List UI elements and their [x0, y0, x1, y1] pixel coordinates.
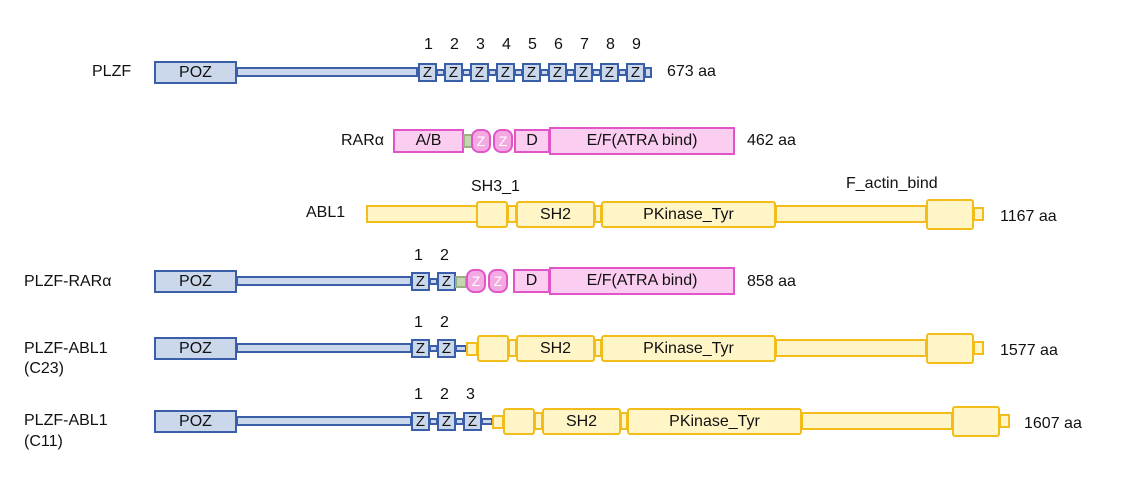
plzf-poz-domain: POZ: [154, 61, 237, 84]
plzf-abl1-c23-factin-domain: [926, 333, 974, 364]
plzf-zn-number-4: 4: [502, 36, 511, 53]
abl1-n-terminus: [366, 205, 478, 223]
plzf-zinc-finger-4: Z: [496, 63, 515, 82]
plzf-zn-number-9: 9: [632, 36, 641, 53]
plzf-rara-length: 858 aa: [747, 273, 796, 290]
abl1-sh3-label: SH3_1: [471, 178, 520, 195]
plzf-zinc-finger-2: Z: [444, 63, 463, 82]
rara-ab-domain: A/B: [393, 129, 464, 153]
abl1-sh3-domain: [476, 201, 508, 228]
plzf-abl1-c11-factin-domain: [952, 406, 1000, 437]
plzf-abl1-c23-sh2-domain: SH2: [516, 335, 595, 362]
plzf-rara-zinc-finger-2: Z: [437, 272, 456, 291]
plzf-abl1-c23-variant: (C23): [24, 360, 65, 377]
abl1-tail: [775, 205, 927, 223]
plzf-zn-number-3: 3: [476, 36, 485, 53]
plzf-linker: [236, 67, 418, 77]
plzf-rara-d-domain: D: [513, 269, 550, 293]
plzf-rara-zn-number-2: 2: [440, 247, 449, 264]
plzf-abl1-c23-length: 1577 aa: [1000, 342, 1058, 359]
plzf-rara-name: PLZF-RARα: [24, 273, 112, 290]
plzf-abl1-c23-zinc-finger-2: Z: [437, 339, 456, 358]
abl1-c-terminus: [973, 207, 984, 221]
abl1-factin-domain: [926, 199, 974, 230]
plzf-abl1-c11-zinc-finger-1: Z: [411, 412, 430, 431]
plzf-zinc-finger-8: Z: [600, 63, 619, 82]
plzf-abl1-c23-linker: [236, 343, 412, 353]
rara-ef-domain: E/F(ATRA bind): [549, 127, 735, 155]
plzf-zinc-finger-7: Z: [574, 63, 593, 82]
rara-zinc-finger-1: Z: [471, 129, 491, 153]
plzf-zn-number-1: 1: [424, 36, 433, 53]
rara-length: 462 aa: [747, 132, 796, 149]
rara-d-domain: D: [514, 129, 550, 153]
plzf-abl1-c11-sh3-domain: [503, 408, 535, 435]
abl1-length: 1167 aa: [1000, 208, 1057, 225]
plzf-rara-ef-domain: E/F(ATRA bind): [549, 267, 735, 295]
plzf-abl1-c11-c-terminus: [999, 414, 1010, 428]
plzf-zn-number-7: 7: [580, 36, 589, 53]
plzf-abl1-c23-sh3-domain: [477, 335, 509, 362]
plzf-abl1-c23-kinase-domain: PKinase_Tyr: [601, 335, 776, 362]
plzf-abl1-c11-sh2-domain: SH2: [542, 408, 621, 435]
plzf-zn-number-2: 2: [450, 36, 459, 53]
plzf-abl1-c23-zn-number-1: 1: [414, 314, 423, 331]
plzf-zinc-finger-5: Z: [522, 63, 541, 82]
plzf-abl1-c11-zn-number-2: 2: [440, 386, 449, 403]
plzf-abl1-c11-zn-number-1: 1: [414, 386, 423, 403]
plzf-zn-number-8: 8: [606, 36, 615, 53]
plzf-zinc-finger-9: Z: [626, 63, 645, 82]
plzf-name: PLZF: [92, 63, 132, 80]
plzf-zn-number-5: 5: [528, 36, 537, 53]
plzf-abl1-c23-zn-number-2: 2: [440, 314, 449, 331]
plzf-abl1-c23-abl-tail: [775, 339, 927, 357]
plzf-length: 673 aa: [667, 63, 716, 80]
plzf-zn-number-6: 6: [554, 36, 563, 53]
plzf-abl1-c11-abl-tail: [801, 412, 953, 430]
plzf-rara-poz-domain: POZ: [154, 270, 237, 293]
plzf-rara-zn-number-1: 1: [414, 247, 423, 264]
plzf-abl1-c11-zinc-finger-3: Z: [463, 412, 482, 431]
abl1-name: ABL1: [306, 204, 346, 221]
plzf-c-terminus: [644, 67, 652, 78]
plzf-abl1-c23-c-terminus: [973, 341, 984, 355]
plzf-rara-linker: [236, 276, 412, 286]
plzf-abl1-c11-length: 1607 aa: [1024, 415, 1082, 432]
plzf-abl1-c23-zinc-finger-1: Z: [411, 339, 430, 358]
plzf-abl1-c11-linker: [236, 416, 412, 426]
plzf-abl1-c11-variant: (C11): [24, 433, 63, 450]
abl1-factin-label: F_actin_bind: [846, 175, 938, 192]
plzf-zinc-finger-6: Z: [548, 63, 567, 82]
rara-name: RARα: [341, 132, 385, 149]
plzf-rara-rar-zinc-finger-1: Z: [466, 269, 486, 293]
plzf-zinc-finger-1: Z: [418, 63, 437, 82]
plzf-rara-zinc-finger-1: Z: [411, 272, 430, 291]
plzf-abl1-c11-zinc-finger-2: Z: [437, 412, 456, 431]
abl1-kinase-domain: PKinase_Tyr: [601, 201, 776, 228]
plzf-abl1-c11-kinase-domain: PKinase_Tyr: [627, 408, 802, 435]
plzf-abl1-c23-name: PLZF-ABL1: [24, 340, 108, 357]
plzf-abl1-c11-poz-domain: POZ: [154, 410, 237, 433]
plzf-rara-rar-zinc-finger-2: Z: [488, 269, 508, 293]
plzf-zinc-finger-3: Z: [470, 63, 489, 82]
plzf-abl1-c11-zn-number-3: 3: [466, 386, 475, 403]
plzf-abl1-c23-poz-domain: POZ: [154, 337, 237, 360]
abl1-sh2-domain: SH2: [516, 201, 595, 228]
plzf-abl1-c11-name: PLZF-ABL1: [24, 412, 108, 429]
rara-zinc-finger-2: Z: [493, 129, 513, 153]
